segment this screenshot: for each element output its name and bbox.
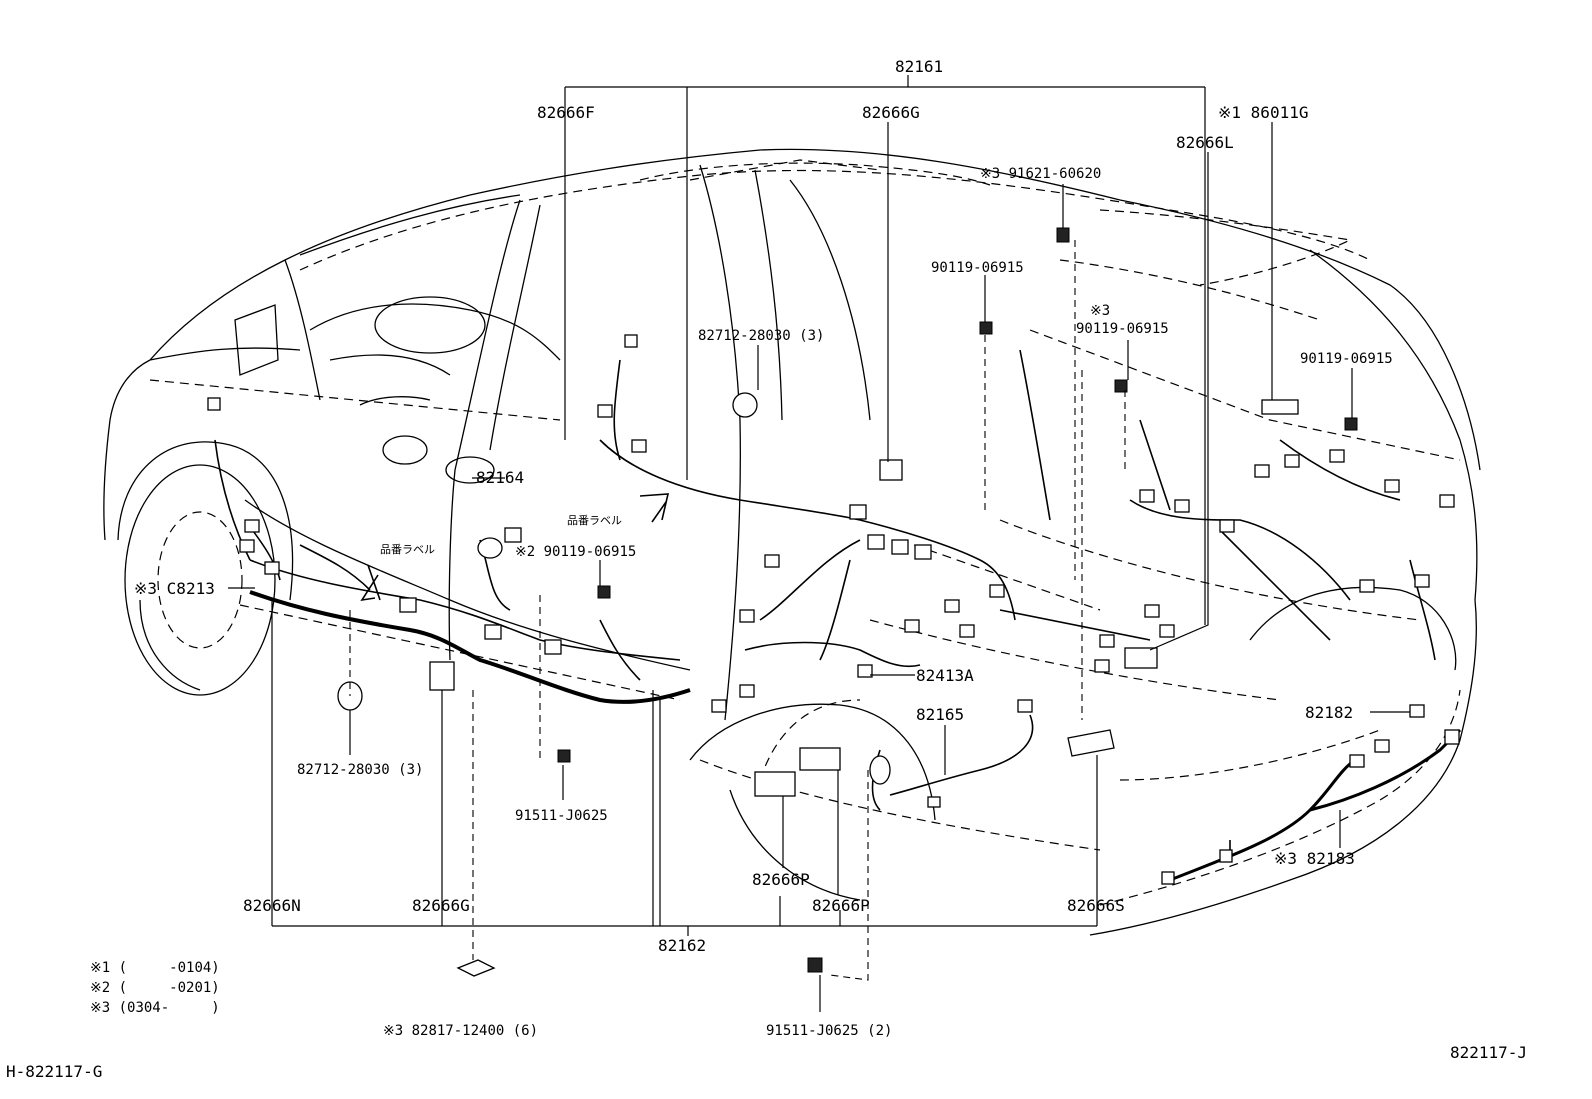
figure-code-right: 822117-J [1450,1043,1527,1062]
label-82182: 82182 [1305,703,1353,722]
label-82161: 82161 [895,57,943,76]
harness-82161 [599,349,1436,668]
label-82183: ※3 82183 [1274,849,1355,868]
label-90119-06915-d: ※2 90119-06915 [515,544,636,560]
label-82666F: 82666F [537,103,595,122]
label-82666G-bottom: 82666G [412,896,470,915]
label-82666N: 82666N [243,896,301,915]
figure-code-left: H-822117-G [6,1062,102,1081]
label-90119-06915-a: 90119-06915 [931,260,1024,276]
footnote-2: ※2 ( -0201) [90,980,220,996]
label-82712-28030-top: 82712-28030 (3) [698,328,824,344]
leader-lines [228,75,1410,1012]
label-tag-part-number-2: 品番ラベル [567,514,622,527]
label-82164: 82164 [476,468,524,487]
label-82666L: 82666L [1176,133,1234,152]
label-tag-part-number-1: 品番ラベル [380,543,435,556]
label-82413A: 82413A [916,666,974,685]
label-91511-J0625-b: 91511-J0625 (2) [766,1023,892,1039]
connectors [207,227,1460,977]
label-82666P-b: 82666P [812,896,870,915]
label-82666G-top: 82666G [862,103,920,122]
label-90119-mark: ※3 [1090,303,1110,319]
label-91621-60620: ※3 91621-60620 [980,166,1101,182]
footnotes: ※1 ( -0104) ※2 ( -0201) ※3 (0304- ) [90,960,220,1016]
label-82666S: 82666S [1067,896,1125,915]
label-90119-06915-b: 90119-06915 [1076,321,1169,337]
label-82162: 82162 [658,936,706,955]
label-86011G: ※1 86011G [1218,103,1308,122]
label-82165: 82165 [916,705,964,724]
part-labels: 82161 82666F 82666G ※1 86011G 82666L ※3 … [134,57,1393,1039]
label-82666P-a: 82666P [752,870,810,889]
vehicle-body-outline [103,148,1481,936]
footnote-3: ※3 (0304- ) [90,1000,220,1016]
label-82712-28030-bottom: 82712-28030 (3) [297,762,423,778]
label-91511-J0625-a: 91511-J0625 [515,808,608,824]
label-90119-06915-c: 90119-06915 [1300,351,1393,367]
footnote-1: ※1 ( -0104) [90,960,220,976]
label-82817-12400: ※3 82817-12400 (6) [383,1023,538,1039]
label-C8213: ※3 C8213 [134,579,215,598]
